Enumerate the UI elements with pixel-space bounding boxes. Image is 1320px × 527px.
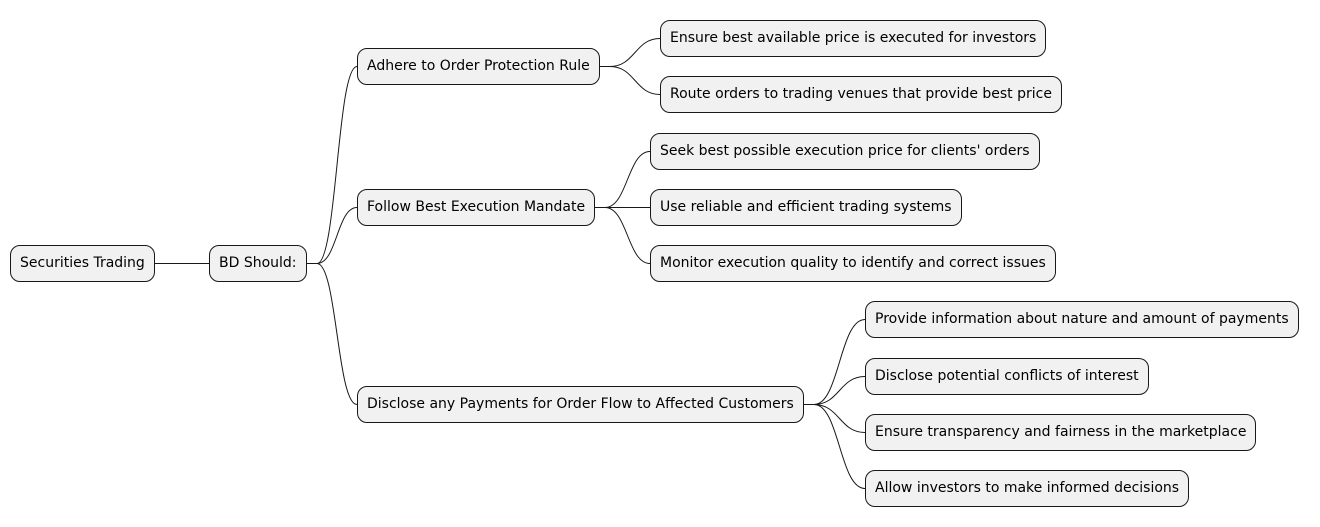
leaf-node: Provide information about nature and amo… <box>865 300 1299 338</box>
connector-line <box>307 263 358 405</box>
connector-line <box>804 376 866 405</box>
connector-line <box>600 66 661 95</box>
branch-disclose-payments-node: Disclose any Payments for Order Flow to … <box>357 385 804 423</box>
leaf-node: Use reliable and efficient trading syste… <box>650 188 962 226</box>
connector-line <box>600 38 661 67</box>
branch-order-protection-node: Adhere to Order Protection Rule <box>357 47 600 85</box>
connector-line <box>307 207 358 264</box>
connector-line <box>804 319 866 405</box>
leaf-node: Ensure transparency and fairness in the … <box>865 413 1257 451</box>
leaf-node: Seek best possible execution price for c… <box>650 132 1040 170</box>
connector-line <box>804 404 866 489</box>
leaf-node: Disclose potential conflicts of interest <box>865 357 1149 395</box>
connector-line <box>307 66 358 264</box>
leaf-node: Monitor execution quality to identify an… <box>650 244 1056 282</box>
root-node: Securities Trading <box>10 244 155 282</box>
leaf-node: Ensure best available price is executed … <box>660 19 1047 57</box>
connector-line <box>595 207 651 264</box>
leaf-node: Route orders to trading venues that prov… <box>660 75 1062 113</box>
connector-line <box>595 151 651 208</box>
connector-line <box>804 404 866 433</box>
branch-best-execution-node: Follow Best Execution Mandate <box>357 188 596 226</box>
bd-should-node: BD Should: <box>209 244 307 282</box>
leaf-node: Allow investors to make informed decisio… <box>865 469 1190 507</box>
